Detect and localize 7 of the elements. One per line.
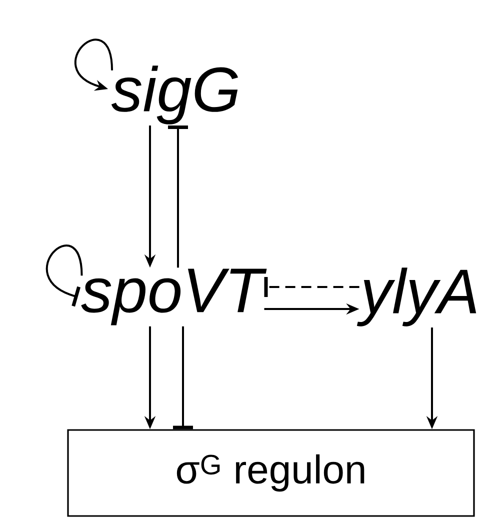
inhibition-line (173, 326, 193, 430)
inhibition-line (168, 126, 188, 268)
gene-label: ylyA (356, 268, 476, 326)
regulon-box: σ$^{G}$ regulon (67, 429, 475, 517)
inhibition-line (264, 277, 360, 297)
gene-label: spoVT (81, 268, 267, 326)
gene-label: sigG (111, 66, 238, 124)
